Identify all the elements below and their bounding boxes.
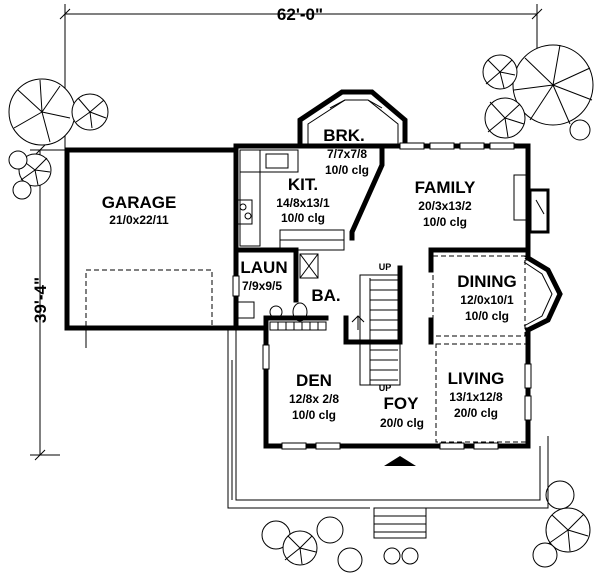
depth-dimension: 39'-4" — [30, 144, 65, 461]
breakfast-bay — [297, 89, 408, 149]
tree-top-right-icon — [482, 44, 594, 141]
foy-clg: 20/0 clg — [380, 416, 424, 430]
laun-size: 7/9x9/5 — [242, 279, 282, 293]
width-dimension: 62'-0" — [59, 4, 543, 150]
windows — [232, 142, 532, 450]
garage-size: 21/0x22/11 — [109, 213, 169, 227]
room-family: FAMILY 20/3x13/2 10/0 clg — [415, 178, 476, 229]
dining-bay — [523, 254, 563, 334]
stairs-up-bottom: UP — [379, 383, 392, 393]
foy-name: FOY — [384, 394, 420, 413]
fireplace — [513, 174, 550, 234]
room-ba: BA. — [311, 286, 340, 305]
dashed-areas — [432, 255, 529, 443]
garage-name: GARAGE — [102, 193, 177, 212]
room-garage: GARAGE 21/0x22/11 — [102, 193, 177, 227]
stairs-up-top: UP — [379, 262, 392, 272]
tree-top-left-icon — [8, 78, 109, 146]
den-size: 12/8x 2/8 — [289, 392, 339, 406]
dining-name: DINING — [457, 272, 517, 291]
kit-clg: 10/0 clg — [281, 211, 325, 225]
garage — [64, 147, 239, 348]
dining-clg: 10/0 clg — [465, 309, 509, 323]
family-clg: 10/0 clg — [423, 215, 467, 229]
shrub-bottom-right-icon — [532, 480, 591, 568]
shrub-left-icon — [8, 150, 52, 200]
room-brk: BRK. 7/7x7/8 10/0 clg — [323, 126, 369, 177]
laun-name: LAUN — [240, 258, 287, 277]
entry-arrow-icon — [384, 456, 416, 466]
room-foy: FOY 20/0 clg — [380, 394, 424, 430]
ba-name: BA. — [311, 286, 340, 305]
brk-name: BRK. — [323, 126, 365, 145]
shrub-bottom-left-icon — [261, 516, 419, 573]
staircase: UP UP — [351, 262, 401, 393]
room-den: DEN 12/8x 2/8 10/0 clg — [289, 371, 339, 422]
bath-fixtures — [237, 301, 327, 331]
room-kit: KIT. 14/8x13/1 10/0 clg — [276, 175, 330, 225]
living-size: 13/1x12/8 — [449, 390, 503, 404]
kitchen-counters — [237, 149, 345, 279]
living-clg: 20/0 clg — [454, 406, 498, 420]
kit-name: KIT. — [288, 175, 318, 194]
width-dimension-label: 62'-0" — [277, 5, 323, 24]
den-name: DEN — [296, 371, 332, 390]
room-laun: LAUN 7/9x9/5 — [240, 258, 287, 293]
room-living: LIVING 13/1x12/8 20/0 clg — [448, 369, 505, 420]
family-name: FAMILY — [415, 178, 476, 197]
brk-size: 7/7x7/8 — [327, 147, 367, 161]
den-clg: 10/0 clg — [292, 408, 336, 422]
front-porch — [227, 328, 549, 539]
living-name: LIVING — [448, 369, 505, 388]
brk-clg: 10/0 clg — [325, 163, 369, 177]
family-size: 20/3x13/2 — [418, 199, 472, 213]
depth-dimension-label: 39'-4" — [31, 277, 50, 323]
dining-size: 12/0x10/1 — [460, 293, 514, 307]
kit-size: 14/8x13/1 — [276, 196, 330, 210]
room-dining: DINING 12/0x10/1 10/0 clg — [457, 272, 517, 323]
